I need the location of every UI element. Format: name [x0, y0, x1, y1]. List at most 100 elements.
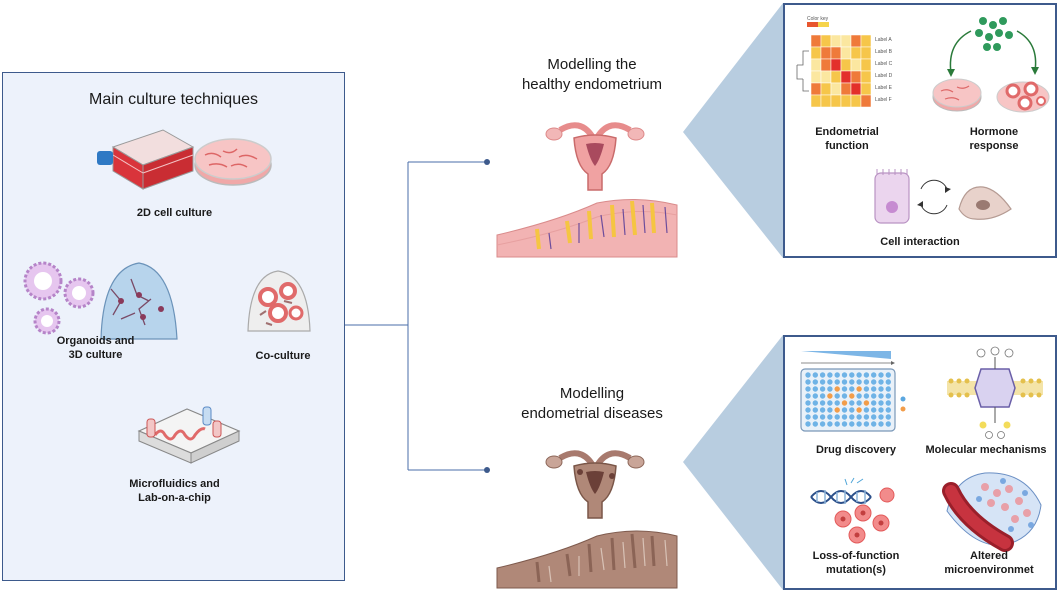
- plate-well: [849, 372, 855, 378]
- heatmap-cell: [840, 46, 852, 60]
- heatmap-cell: [810, 70, 822, 84]
- heatmap-cell: [820, 94, 832, 108]
- heatmap-cell: [840, 34, 852, 48]
- plate-well: [827, 386, 833, 392]
- heatmap-cell: [810, 94, 822, 108]
- plate-well: [885, 414, 891, 420]
- heatmap-cell: [840, 70, 852, 84]
- label-drug-discovery: Drug discovery: [815, 444, 897, 456]
- plate-well: [819, 421, 826, 427]
- plate-well: [834, 421, 840, 427]
- uterus-icon: [545, 122, 645, 191]
- organoid-icon: [23, 261, 178, 340]
- heatmap-cell: [810, 58, 822, 72]
- flask-icon: [97, 129, 195, 190]
- plate-well: [878, 372, 884, 378]
- heatmap-cell: [850, 58, 862, 72]
- plate-well: [819, 379, 826, 385]
- plate-well: [856, 386, 862, 392]
- heatmap-cell: [860, 70, 872, 84]
- plate-well: [849, 379, 855, 385]
- plate-well: [841, 407, 848, 413]
- plate-well: [871, 393, 877, 399]
- label-altered-microenvironment: Altered microenvironmet: [944, 550, 1034, 576]
- heatmap-cell: [860, 46, 872, 60]
- heatmap-cell: [810, 46, 822, 60]
- plate-well: [827, 379, 833, 385]
- plate-well: [885, 386, 891, 392]
- label-endometrial-function: Endometrial function: [815, 126, 879, 152]
- heatmap-cell: [850, 82, 862, 96]
- plate-well: [871, 421, 877, 427]
- heatmap-cell: [820, 34, 832, 48]
- plate-well: [878, 421, 884, 427]
- heatmap-icon: Color key Label A Label B Label C Label …: [796, 16, 893, 108]
- plate-well: [849, 421, 855, 427]
- plate-well: [871, 414, 877, 420]
- label-cell-interaction: Cell interaction: [880, 236, 960, 248]
- heatmap-cell: [830, 46, 842, 60]
- plate-well: [805, 379, 811, 385]
- heatmap-cell: [860, 34, 872, 48]
- heatmap-cell: [810, 82, 822, 96]
- plate-well: [849, 407, 855, 413]
- heatmap-row-label: Label D: [875, 73, 893, 79]
- plate-well: [878, 414, 884, 420]
- plate-well: [878, 386, 884, 392]
- plate-well: [812, 400, 818, 406]
- heatmap-row-label: Label E: [875, 85, 893, 91]
- plate-well: [856, 393, 862, 399]
- plate-well: [805, 386, 811, 392]
- petri-dish-icon: [194, 138, 272, 186]
- plate-well: [827, 400, 833, 406]
- heatmap-cell: [840, 82, 852, 96]
- panel-title: Main culture techniques: [89, 91, 258, 108]
- plate-well: [856, 400, 862, 406]
- plate-well: [871, 400, 877, 406]
- plate-well: [805, 421, 811, 427]
- plate-well: [841, 393, 848, 399]
- plate-well: [878, 379, 884, 385]
- plate-well: [863, 393, 870, 399]
- healthy-tissue-icon: [496, 198, 678, 258]
- label-loss-of-function: Loss-of-function mutation(s): [812, 550, 900, 576]
- plate-well: [834, 379, 840, 385]
- heatmap-cell: [840, 94, 852, 108]
- plate-well: [827, 407, 833, 413]
- label-microfluidics: Microfluidics and Lab-on-a-chip: [129, 478, 220, 504]
- plate-well: [863, 379, 870, 385]
- plate-well: [849, 400, 855, 406]
- plate-well: [805, 400, 811, 406]
- blood-vessel-icon: [942, 472, 1042, 552]
- heatmap-cell: [830, 94, 842, 108]
- plate-well: [856, 407, 862, 413]
- plate-well: [812, 372, 818, 378]
- heatmap-cell: [830, 34, 842, 48]
- plate-well: [819, 414, 826, 420]
- microfluidic-chip-icon: [137, 406, 241, 464]
- heatmap-cell: [850, 34, 862, 48]
- heatmap-row-label: Label A: [875, 37, 892, 43]
- disease-applications-panel: Drug discovery Molecular mechanisms Loss…: [783, 335, 1057, 590]
- plate-well: [885, 400, 891, 406]
- plate-well: [856, 372, 862, 378]
- plate-well: [863, 414, 870, 420]
- heatmap-cell: [820, 58, 832, 72]
- heatmap-cell: [860, 94, 872, 108]
- plate-well: [834, 372, 840, 378]
- plate-well: [863, 400, 870, 406]
- plate-well: [878, 407, 884, 413]
- well-grid: [805, 372, 891, 427]
- plate-well: [827, 372, 833, 378]
- plate-well: [856, 421, 862, 427]
- plate-well: [849, 393, 855, 399]
- plate-well: [834, 400, 840, 406]
- plate-well: [834, 386, 840, 392]
- plate-well: [863, 407, 870, 413]
- plate-well: [871, 407, 877, 413]
- heatmap-color-key-text: Color key: [807, 16, 829, 22]
- plate-well: [871, 386, 877, 392]
- coculture-icon: [247, 270, 311, 332]
- heatmap-grid: [810, 34, 872, 108]
